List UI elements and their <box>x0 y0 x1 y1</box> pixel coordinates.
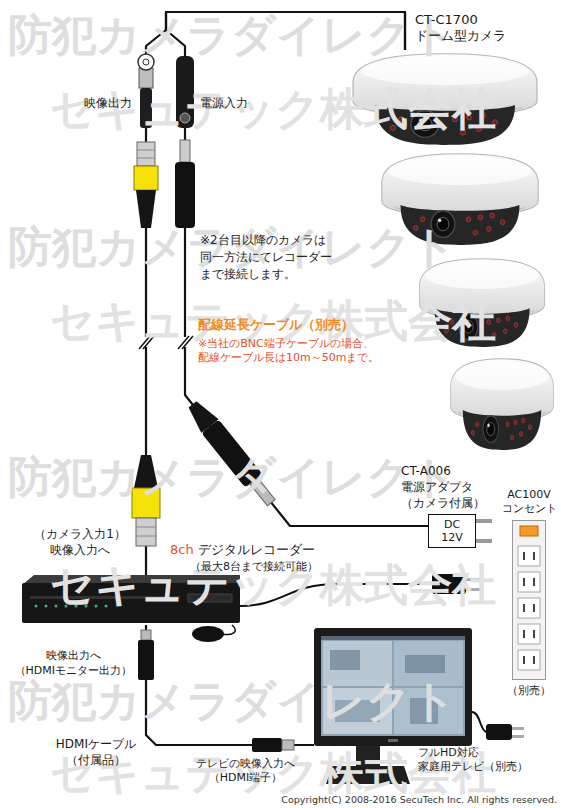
connector-label: 映像出力 <box>84 95 132 111</box>
text-line: HDMIケーブル <box>56 736 136 752</box>
node-text: （別売） <box>507 683 551 698</box>
tv-node: フルHD対応 家庭用テレビ（別売） <box>314 628 472 788</box>
text-line: 12V <box>441 531 463 544</box>
text-line: 同一方法にてレコーダー <box>200 249 332 266</box>
text-line: CT-C1700 <box>415 12 506 28</box>
note-text: ※2台目以降のカメラは 同一方法にてレコーダー まで接続します。 <box>200 232 332 283</box>
power-cord <box>240 574 480 606</box>
copyright: Copyright(C) 2008-2016 SecuTech Inc. All… <box>281 794 557 806</box>
text-line: （HDMIモニター出力） <box>15 663 132 678</box>
connector-label: 電源入力 <box>200 95 248 111</box>
node-heading: CT-C1700 ドーム型カメラ <box>415 12 506 44</box>
dome-camera <box>382 154 538 245</box>
power-cord <box>472 712 524 740</box>
text-line: テレビの映像入力へ <box>196 757 295 771</box>
dome-camera <box>450 359 553 450</box>
dc-plug <box>184 397 280 509</box>
watermark: 防犯カメラダイレクト <box>8 452 456 502</box>
power-outlet: AC100V コンセント（別売） <box>512 520 546 680</box>
cable-heading: 配線延長ケーブル（別売） <box>198 316 354 334</box>
hdmi-connector <box>252 738 294 752</box>
text-line: フルHD対応 <box>418 746 528 760</box>
text-line: （HDMI端子） <box>196 771 295 785</box>
plug-prongs <box>476 519 492 543</box>
camera-node: CT-C1700 ドーム型カメラ <box>342 50 558 455</box>
power-adapter: CT-A006 電源アダプタ （カメラ付属）DC 12V <box>428 514 476 548</box>
node-heading: CT-A006 電源アダプタ （カメラ付属） <box>401 463 485 511</box>
text-line: AC100V <box>502 488 557 502</box>
power-strip <box>512 520 546 680</box>
port-label: 映像出力へ （HDMIモニター出力） <box>15 648 132 678</box>
bnc-female-connector <box>138 54 154 128</box>
watermark: 防犯カメラダイレクト <box>8 10 456 60</box>
cable-connector <box>146 625 314 745</box>
cable-break-mark <box>138 336 193 349</box>
dc-plug <box>175 140 195 228</box>
cable-connector <box>166 12 428 526</box>
digital-recorder <box>22 575 240 623</box>
node-heading: AC100V コンセント <box>502 488 557 516</box>
text-line: （カメラ入力1） <box>34 526 126 542</box>
node-text: DC 12V <box>441 518 463 544</box>
dome-camera <box>353 54 537 145</box>
text-accent: 8ch <box>170 542 194 557</box>
cable-note: ※当社のBNC端子ケーブルの場合、 配線ケーブル長は10m～50mまで。 <box>198 337 379 365</box>
node-heading: 8ch デジタルレコーダー <box>170 541 315 559</box>
node-text: （最大8台まで接続可能） <box>190 559 318 574</box>
dc-jack-connector <box>176 56 194 128</box>
hdmi-connector <box>138 630 154 680</box>
text-line: 配線ケーブル長は10m～50mまで。 <box>198 351 379 365</box>
mouse <box>192 625 235 642</box>
watermark: 防犯カメラダイレクト <box>8 676 456 726</box>
text-line: ドーム型カメラ <box>415 28 506 44</box>
bnc-plug <box>132 455 160 546</box>
text-line: 家庭用テレビ（別売） <box>418 760 528 774</box>
text-line: （カメラ付属） <box>401 495 485 511</box>
text-line: コンセント <box>502 502 557 516</box>
text-line: まで接続します。 <box>200 266 332 283</box>
text-line: 映像入力へ <box>34 542 126 558</box>
port-label: テレビの映像入力へ （HDMI端子） <box>196 757 295 785</box>
port-label: （カメラ入力1） 映像入力へ <box>34 526 126 558</box>
text-line: 映像出力へ <box>15 648 132 663</box>
text-line: DC <box>441 518 463 531</box>
text-line: 電源アダプタ <box>401 479 485 495</box>
text-line: ※2台目以降のカメラは <box>200 232 332 249</box>
bnc-plug <box>134 142 158 228</box>
text-line: ※当社のBNC端子ケーブルの場合、 <box>198 337 379 351</box>
text-line: CT-A006 <box>401 463 485 479</box>
node-heading: フルHD対応 家庭用テレビ（別売） <box>418 746 528 774</box>
dome-camera <box>419 259 544 347</box>
cable-label: HDMIケーブル （付属品） <box>56 736 136 768</box>
recorder-node: 8ch デジタルレコーダー（最大8台まで接続可能） <box>22 575 240 625</box>
text-line: （付属品） <box>56 752 136 768</box>
